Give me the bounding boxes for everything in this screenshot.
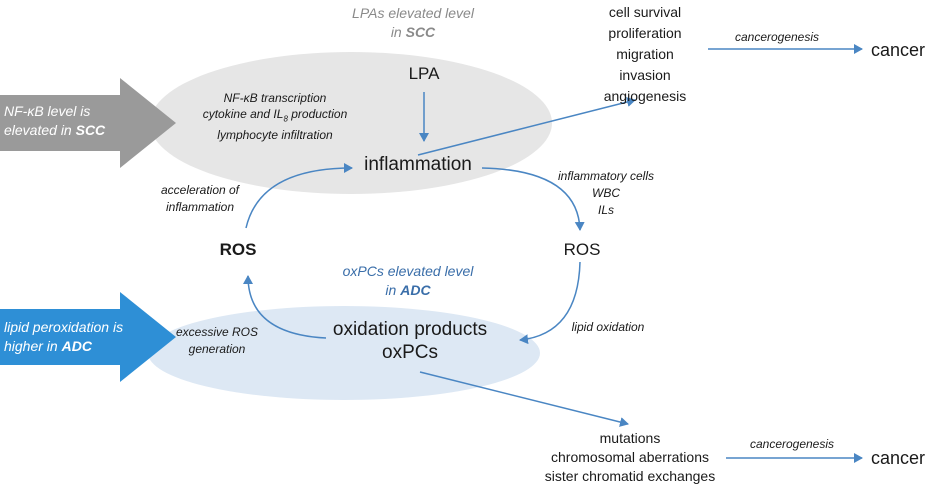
outcome-bottom-item: mutations	[599, 430, 661, 446]
ros-right-node: ROS	[563, 240, 601, 259]
lipid-block-arrow	[0, 292, 176, 382]
lipid-arrow-line2: higher in	[4, 338, 62, 354]
inflammatory-label: inflammatory cells WBC ILs	[548, 168, 664, 219]
lipid-oxidation-label: lipid oxidation	[571, 320, 645, 334]
nfkb-arrow-scc: SCC	[75, 122, 106, 138]
inflammation-node: inflammation	[364, 154, 472, 175]
excessive-line1: excessive ROS	[175, 325, 259, 339]
nfkb-effects-line2-prefix: cytokine and IL	[202, 107, 284, 121]
scc-note: LPAs elevated level in SCC	[323, 4, 503, 42]
acceleration-label: acceleration of inflammation	[152, 182, 248, 216]
nfkb-effects-line3: lymphocyte infiltration	[217, 128, 333, 143]
ros-left-node: ROS	[219, 240, 257, 259]
scc-note-bold: SCC	[405, 24, 436, 40]
cancer-top-node: cancer	[870, 40, 926, 60]
cancerogenesis-top-label: cancerogenesis	[734, 30, 820, 44]
adc-note-bold: ADC	[400, 282, 431, 298]
excessive-line2: generation	[188, 342, 246, 356]
nfkb-arrow-text: NF-κB level is elevated in SCC	[4, 102, 105, 140]
nfkb-arrow-line1: NF-κB level is	[4, 103, 91, 119]
oxidation-line1: oxidation products	[332, 319, 488, 340]
excessive-label: excessive ROS generation	[174, 324, 260, 358]
cancerogenesis-bottom-label: cancerogenesis	[749, 437, 835, 451]
inflammatory-line3: ILs	[597, 203, 614, 217]
scc-note-line1: LPAs elevated level	[352, 5, 474, 21]
outcomes-bottom: mutations chromosomal aberrations sister…	[528, 429, 732, 486]
lpa-node: LPA	[408, 64, 440, 83]
nfkb-block-arrow	[0, 78, 176, 168]
outcome-top-item: invasion	[619, 67, 671, 83]
adc-note: oxPCs elevated level in ADC	[318, 262, 498, 300]
ros-right-to-oxidation-arrow	[519, 261, 581, 345]
scc-note-line2: in	[390, 24, 406, 40]
nfkb-arrow-line2: elevated in	[4, 122, 76, 138]
inflammation-to-outcomes-arrow	[417, 97, 636, 156]
ros-left-to-inflammation-arrow	[245, 163, 353, 229]
acceleration-line2: inflammation	[165, 200, 235, 214]
inflammation-to-ros-right-arrow	[481, 167, 585, 231]
acceleration-line1: acceleration of	[160, 183, 240, 197]
nfkb-effects-line2-sub: 8	[283, 114, 288, 124]
oxidation-node: oxidation products oxPCs	[318, 318, 502, 364]
outcomes-top: cell survival proliferation migration in…	[577, 2, 713, 107]
adc-ellipse	[148, 306, 540, 400]
nfkb-effects: NF-κB transcription cytokine and IL8 pro…	[190, 90, 360, 143]
outcome-top-item: proliferation	[608, 25, 682, 41]
inflammatory-line1: inflammatory cells	[557, 169, 655, 183]
outcome-top-item: cell survival	[608, 4, 682, 20]
oxidation-line2: oxPCs	[382, 342, 438, 363]
nfkb-effects-line2-suffix: production	[287, 107, 348, 121]
oxidation-to-ros-left-arrow	[243, 275, 327, 339]
outcome-bottom-item: sister chromatid exchanges	[544, 468, 716, 484]
inflammatory-line2: WBC	[592, 186, 620, 200]
lipid-arrow-text: lipid peroxidation is higher in ADC	[4, 318, 123, 356]
lipid-arrow-line1: lipid peroxidation is	[4, 319, 124, 335]
oxidation-to-mutations-arrow	[419, 371, 629, 427]
outcome-bottom-item: chromosomal aberrations	[551, 449, 709, 465]
nfkb-effects-line1: NF-κB transcription	[223, 91, 327, 105]
adc-note-line1: oxPCs elevated level	[342, 263, 474, 279]
lipid-arrow-adc: ADC	[61, 338, 92, 354]
outcome-top-item: migration	[616, 46, 674, 62]
cancer-bottom-node: cancer	[870, 448, 926, 468]
outcome-top-item: angiogenesis	[603, 88, 687, 104]
adc-note-line2: in	[385, 282, 401, 298]
